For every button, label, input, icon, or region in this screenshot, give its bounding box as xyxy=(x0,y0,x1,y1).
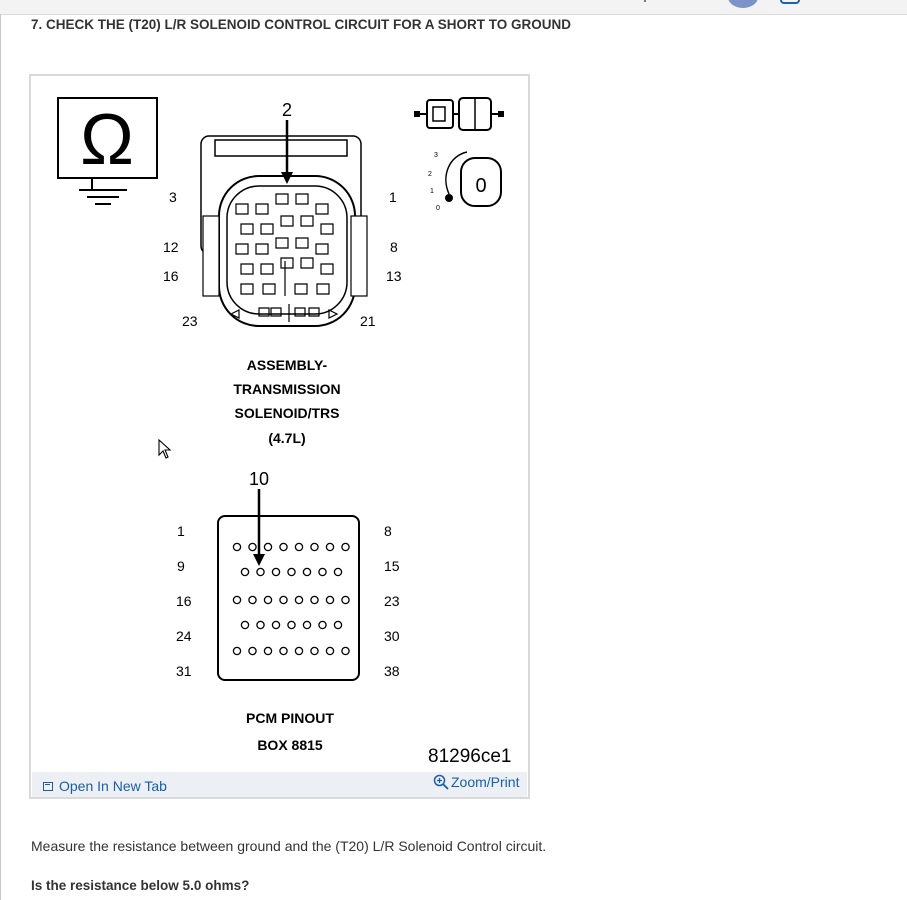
pcm-pin xyxy=(271,620,281,630)
pcm-pin xyxy=(279,542,288,552)
pcm-pin xyxy=(325,542,335,552)
key-pos-1: 1 xyxy=(430,188,434,195)
pcm-pin xyxy=(325,646,335,656)
pcm-pin xyxy=(302,620,312,630)
pin-label-16: 16 xyxy=(163,268,179,284)
pcm-pin xyxy=(256,620,265,630)
pcm-pin xyxy=(294,542,304,552)
transmission-solenoid-connector: 2 3 12 16 23 xyxy=(163,100,402,329)
pcm-left-label-31: 31 xyxy=(176,663,192,679)
key-label: 0 xyxy=(475,175,486,197)
caption-line-2: TRANSMISSION xyxy=(233,381,340,397)
ignition-key-icon: 3 2 1 0 0 xyxy=(428,151,502,212)
info-icon[interactable] xyxy=(780,0,800,4)
pcm-pin xyxy=(341,542,350,552)
pcm-pin xyxy=(271,567,281,577)
pcm-pin xyxy=(248,646,257,656)
caption-line-3: SOLENOID/TRS xyxy=(234,405,339,421)
pcm-pin xyxy=(248,595,257,605)
pcm-right-label-38: 38 xyxy=(384,663,400,679)
pcm-pin xyxy=(310,542,319,552)
pcm-pin xyxy=(294,646,304,656)
pcm-pin xyxy=(294,595,304,605)
key-pos-2: 2 xyxy=(428,171,432,178)
open-in-new-tab-link[interactable]: Open In New Tab xyxy=(43,778,167,794)
arrow-pin-label: 2 xyxy=(282,100,292,120)
figure-card: Ω 3 2 1 0 0 2 xyxy=(29,74,530,799)
pcm-pin xyxy=(263,542,273,552)
pcm-pin xyxy=(310,646,319,656)
pcm-pin xyxy=(240,620,250,630)
pcm-pin xyxy=(318,620,327,630)
measure-instruction: Measure the resistance between ground an… xyxy=(31,838,547,854)
pcm-pin xyxy=(287,620,296,630)
left-divider xyxy=(0,14,1,900)
ohmmeter-icon: Ω xyxy=(57,97,158,205)
key-pos-3: 3 xyxy=(434,152,438,159)
key-pos-0: 0 xyxy=(436,205,440,212)
resistance-question: Is the resistance below 5.0 ohms? xyxy=(31,878,250,893)
pcm-pin xyxy=(256,567,265,577)
pcm-pin xyxy=(333,567,343,577)
pcm-left-label-9: 9 xyxy=(177,558,185,574)
toolbar-tick xyxy=(644,0,646,2)
pin-label-12: 12 xyxy=(163,239,179,255)
disconnect-connector-icon xyxy=(414,97,504,131)
open-tab-label: Open In New Tab xyxy=(59,778,167,794)
pcm-caption-line-2: BOX 8815 xyxy=(257,737,323,753)
pin-label-13: 13 xyxy=(386,268,402,284)
pcm-caption-line-1: PCM PINOUT xyxy=(246,710,334,726)
pcm-pin xyxy=(279,595,288,605)
pin-label-23: 23 xyxy=(182,313,198,329)
pcm-pin xyxy=(325,595,335,605)
pcm-right-label-15: 15 xyxy=(384,558,400,574)
pcm-pin xyxy=(232,646,242,656)
pin-label-21: 21 xyxy=(360,313,376,329)
pcm-arrow-pin-label: 10 xyxy=(249,469,269,489)
pcm-pin xyxy=(263,646,273,656)
top-toolbar xyxy=(0,0,907,15)
pcm-left-label-24: 24 xyxy=(176,628,192,644)
user-avatar[interactable] xyxy=(728,0,758,8)
pcm-pin xyxy=(341,646,350,656)
pcm-right-label-8: 8 xyxy=(384,523,392,539)
pcm-pin xyxy=(232,542,242,552)
pcm-caption: PCM PINOUT BOX 8815 xyxy=(246,710,334,753)
pcm-pin xyxy=(341,595,350,605)
zoom-print-label: Zoom/Print xyxy=(451,774,520,790)
open-tab-icon xyxy=(43,781,53,791)
pcm-right-label-30: 30 xyxy=(384,628,400,644)
zoom-print-link[interactable]: Zoom/Print xyxy=(433,774,519,790)
pcm-pin xyxy=(240,567,250,577)
figure-id: 81296ce1 xyxy=(428,746,511,767)
pcm-pin xyxy=(318,567,327,577)
pcm-pin xyxy=(287,567,296,577)
pcm-pin xyxy=(248,542,257,552)
pin-label-8: 8 xyxy=(390,239,398,255)
ohm-symbol: Ω xyxy=(80,100,134,180)
pcm-left-label-16: 16 xyxy=(176,593,192,609)
pcm-left-label-1: 1 xyxy=(177,523,185,539)
pcm-pin xyxy=(279,646,288,656)
step-title: 7. CHECK THE (T20) L/R SOLENOID CONTROL … xyxy=(31,17,572,32)
pcm-pin xyxy=(232,595,242,605)
pin-label-3: 3 xyxy=(169,189,177,205)
pcm-pin xyxy=(263,595,273,605)
pcm-pin xyxy=(310,595,319,605)
upper-caption: ASSEMBLY- TRANSMISSION SOLENOID/TRS (4.7… xyxy=(233,357,340,446)
pcm-pin xyxy=(302,567,312,577)
pcm-right-label-23: 23 xyxy=(384,593,400,609)
zoom-in-icon xyxy=(433,774,449,790)
caption-line-4: (4.7L) xyxy=(268,430,305,446)
caption-line-1: ASSEMBLY- xyxy=(247,357,328,373)
mouse-cursor-icon xyxy=(158,439,172,459)
pcm-pin xyxy=(333,620,343,630)
pcm-connector: 10 1 9 16 24 31 8 15 23 30 38 xyxy=(176,469,400,681)
pin-label-1: 1 xyxy=(389,189,397,205)
wiring-diagram: Ω 3 2 1 0 0 2 xyxy=(57,97,511,767)
